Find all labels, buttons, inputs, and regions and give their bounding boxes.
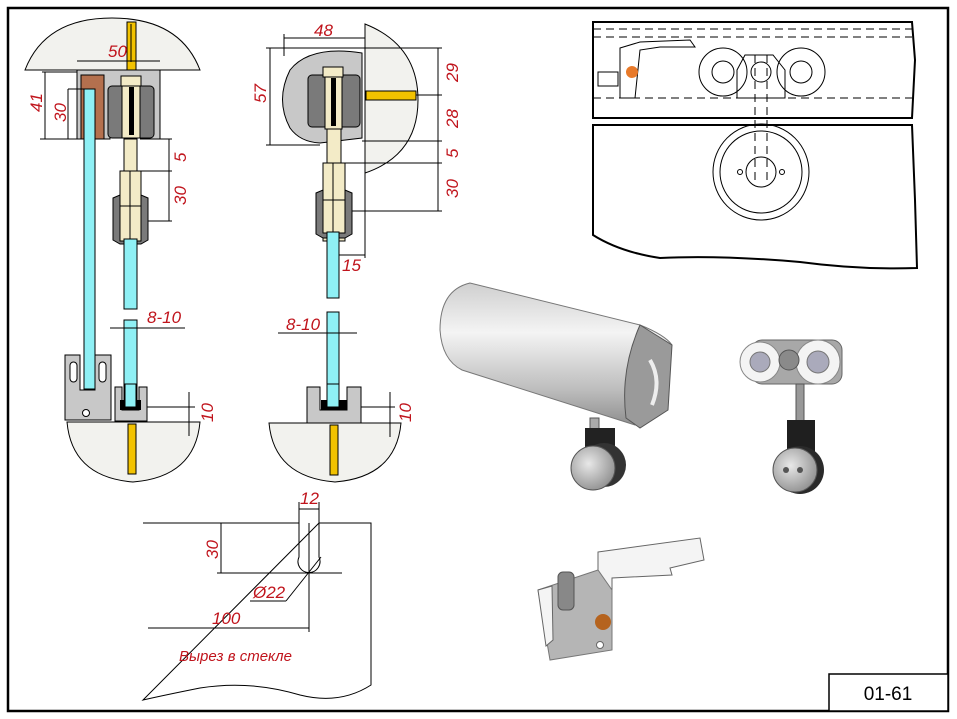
section-left: 50 41 30 5 30 8-10 10 [24,17,217,483]
orange-stop-dot [626,66,638,78]
cutout-caption: Вырез в стекле [179,648,292,665]
section-right: 48 57 29 28 5 30 15 8-10 10 [251,21,462,483]
render-end-stop-bracket [537,537,705,661]
dim-bottom-channel: 10 [198,403,217,422]
render-track-profile-with-roller [439,282,673,491]
floor-wheel-outer [712,123,810,221]
fixed-glass-panel [83,88,96,390]
dim-edge-distance: 100 [212,609,241,628]
bracket-brown-dot [595,614,611,630]
ceiling-concrete [24,17,201,71]
sliding-glass-upper [123,238,138,310]
dim-hole-diameter: Ø22 [252,583,286,602]
glass-sheet-outline [141,522,372,701]
bottom-guide-channel [114,386,148,422]
sliding-glass-right-upper [326,231,340,299]
dim-gap-right: 5 [443,148,462,158]
dim-upper: 29 [443,63,462,83]
dim-height-total-right: 57 [251,84,270,103]
dim-glass-depth: 30 [51,103,70,122]
dim-gap: 5 [171,152,190,162]
floor-anchor-right [329,424,339,476]
dim-glass-thickness-right: 8-10 [286,315,321,334]
dim-width-top: 50 [108,42,127,61]
render-roller-carriage [739,339,843,494]
drawing-code: 01-61 [864,684,913,705]
dim-offset: 15 [342,256,361,275]
title-block: 01-61 [828,673,949,712]
panel-outline [592,124,919,270]
dim-glass-thickness: 8-10 [147,308,182,327]
track-elevation-view [592,21,919,270]
glass-cutout-drawing: 12 30 Ø22 100 Вырез в стекле [141,489,372,701]
track-wheel-right [776,47,826,97]
dim-roller-height-right: 30 [443,179,462,198]
dim-slot-depth: 30 [203,540,222,559]
dim-slot-width: 12 [300,489,319,508]
floor-anchor [127,423,137,475]
dim-roller-height: 30 [171,186,190,205]
dimension-lines [40,60,195,436]
dim-middle: 28 [443,109,462,129]
wall-anchor [365,90,417,101]
dimension-lines-right [266,34,442,437]
dim-width-top-right: 48 [314,21,333,40]
track-wheel-left [698,47,748,97]
dim-height-total: 41 [27,93,46,112]
track-outline [592,21,917,119]
dim-bottom-channel-right: 10 [396,403,415,422]
sheet-border [6,6,950,713]
